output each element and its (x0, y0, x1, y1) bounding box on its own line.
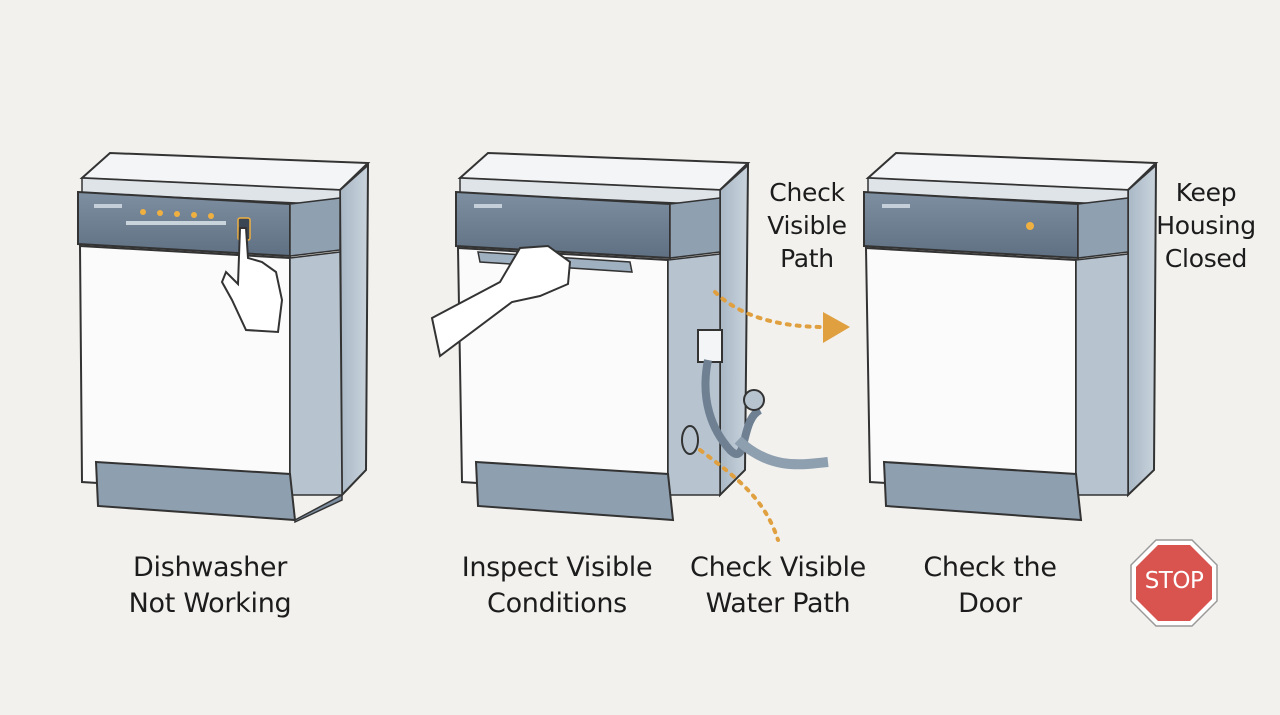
dishwasher-2 (430, 151, 829, 522)
arrow-right-icon (713, 290, 850, 343)
step-3-line1: Check Visible (690, 552, 866, 583)
finger-press-icon (220, 227, 284, 334)
step-1-line1: Dishwasher (133, 552, 287, 583)
stop-sign: STOP (1131, 540, 1217, 626)
step-caption-3: Check Visible Water Path (678, 550, 878, 622)
hand-pull-icon (430, 244, 572, 358)
indicator-lights (140, 209, 214, 219)
note-1-line3: Path (780, 244, 834, 273)
note-keep-housing-closed: Keep Housing Closed (1150, 176, 1262, 275)
stop-sign-icon (1130, 539, 1218, 627)
dishwasher-1 (77, 151, 371, 524)
step-caption-4: Check the Door (895, 550, 1085, 622)
step-caption-1: Dishwasher Not Working (110, 550, 310, 622)
note-check-visible-path: Check Visible Path (752, 176, 862, 275)
water-valve-icon (681, 329, 829, 470)
note-1-line1: Check (769, 178, 845, 207)
step-2-line2: Conditions (487, 588, 627, 619)
step-caption-2: Inspect Visible Conditions (452, 550, 662, 622)
step-3-line2: Water Path (705, 588, 851, 619)
note-2-line3: Closed (1164, 244, 1248, 273)
stop-sign-text: STOP (1144, 568, 1204, 594)
dishwasher-3 (863, 151, 1159, 522)
note-2-line2: Housing (1156, 211, 1256, 240)
step-2-line1: Inspect Visible (461, 552, 653, 583)
step-1-line2: Not Working (128, 588, 292, 619)
note-2-line1: Keep (1175, 178, 1237, 207)
note-1-line2: Visible (767, 211, 847, 240)
step-4-line2: Door (958, 588, 1022, 619)
step-4-line1: Check the (923, 552, 1057, 583)
water-path-dotted-line (698, 448, 780, 542)
